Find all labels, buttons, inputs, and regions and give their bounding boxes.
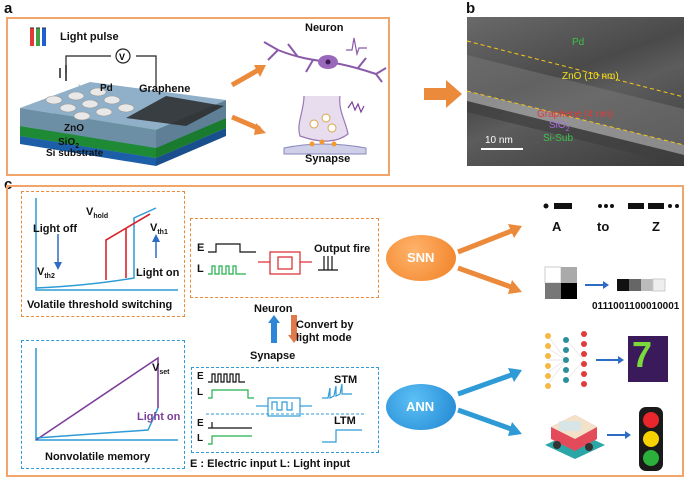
tem-graphene-label: Graphene (4 nm) bbox=[537, 109, 614, 120]
panel-a-frame bbox=[6, 17, 390, 176]
output-fire-label: Output fire bbox=[314, 243, 371, 255]
scale-bar-label: 10 nm bbox=[485, 135, 513, 146]
synapse-circuit-box bbox=[191, 367, 379, 453]
device-schematic: V bbox=[20, 48, 226, 166]
tem-zno-label: ZnO (10 nm) bbox=[562, 71, 619, 82]
neuron-icon bbox=[263, 37, 387, 83]
light-on-label: Light on bbox=[136, 267, 180, 279]
panel-label-b: b bbox=[466, 0, 476, 17]
memory-caption: Nonvolatile memory bbox=[45, 451, 151, 463]
zno-label: ZnO bbox=[64, 123, 84, 134]
tem-sio2-label: SiO2 bbox=[549, 120, 570, 133]
morse-z-label: Z bbox=[652, 219, 660, 234]
light-pulse-icon bbox=[30, 27, 46, 46]
v-set-label: Vset bbox=[152, 362, 170, 377]
pd-label: Pd bbox=[100, 83, 113, 94]
panel-c-frame bbox=[6, 185, 684, 477]
ltm-label: LTM bbox=[334, 415, 356, 427]
neuron-l-label: L bbox=[197, 263, 204, 275]
snn-label: SNN bbox=[407, 250, 435, 265]
panel-label-c: c bbox=[4, 176, 13, 193]
threshold-caption: Volatile threshold switching bbox=[27, 299, 173, 311]
light-pulse-label: Light pulse bbox=[60, 31, 119, 43]
switch-neuron-label: Neuron bbox=[254, 303, 293, 315]
neuron-e-label: E bbox=[197, 242, 205, 254]
output-arrows bbox=[457, 224, 522, 436]
pixel-images bbox=[544, 266, 666, 299]
input-legend: E : Electric input L: Light input bbox=[190, 458, 351, 470]
memory-light-on-label: Light on bbox=[137, 411, 181, 423]
ann-label: ANN bbox=[406, 399, 435, 414]
convert-label: Convert by light mode bbox=[296, 319, 354, 344]
v-th2-label: Vth2 bbox=[37, 266, 55, 281]
tem-pd-label: Pd bbox=[572, 37, 585, 48]
neuron-circuit-box bbox=[190, 218, 379, 298]
binary-code: 0111001100010001 bbox=[592, 301, 680, 312]
neuron-label: Neuron bbox=[305, 22, 344, 34]
syn-l2-label: L bbox=[197, 433, 204, 444]
snn-node bbox=[386, 235, 456, 281]
switch-synapse-label: Synapse bbox=[250, 350, 296, 362]
arrows-a bbox=[230, 65, 266, 135]
tem-si-sub-label: Si-Sub bbox=[543, 133, 574, 144]
digit-7: 7 bbox=[632, 334, 653, 375]
v-th1-label: Vth1 bbox=[150, 222, 168, 237]
tem-image: Pd ZnO (10 nm) Graphene (4 nm) SiO2 Si-S… bbox=[467, 17, 684, 166]
threshold-box bbox=[21, 191, 185, 317]
synapse-label: Synapse bbox=[305, 153, 351, 165]
morse-a-label: A bbox=[552, 219, 562, 234]
threshold-plot bbox=[35, 198, 178, 291]
sio2-label: SiO2 bbox=[58, 137, 80, 150]
neuron-circuit bbox=[208, 243, 338, 275]
svg-text:V: V bbox=[119, 52, 125, 62]
morse-code bbox=[543, 203, 679, 209]
ann-node bbox=[386, 384, 456, 430]
stm-label: STM bbox=[334, 374, 358, 386]
arrow-a-to-b bbox=[424, 80, 462, 108]
syn-e1-label: E bbox=[197, 371, 204, 382]
syn-e2-label: E bbox=[197, 418, 204, 429]
light-off-label: Light off bbox=[33, 223, 77, 235]
v-hold-label: Vhold bbox=[86, 206, 109, 221]
memory-plot bbox=[35, 348, 178, 441]
switch-arrows bbox=[268, 315, 300, 343]
ann-network bbox=[545, 331, 668, 389]
si-substrate-label: Si substrate bbox=[46, 148, 104, 159]
panel-label-a: a bbox=[4, 0, 13, 17]
synapse-icon bbox=[283, 95, 367, 155]
memory-box bbox=[21, 340, 185, 469]
graphene-label: Graphene bbox=[139, 83, 191, 95]
car-and-traffic-light bbox=[545, 407, 663, 471]
synapse-circuit bbox=[206, 373, 366, 445]
morse-to-label: to bbox=[597, 219, 610, 234]
syn-l1-label: L bbox=[197, 387, 204, 398]
